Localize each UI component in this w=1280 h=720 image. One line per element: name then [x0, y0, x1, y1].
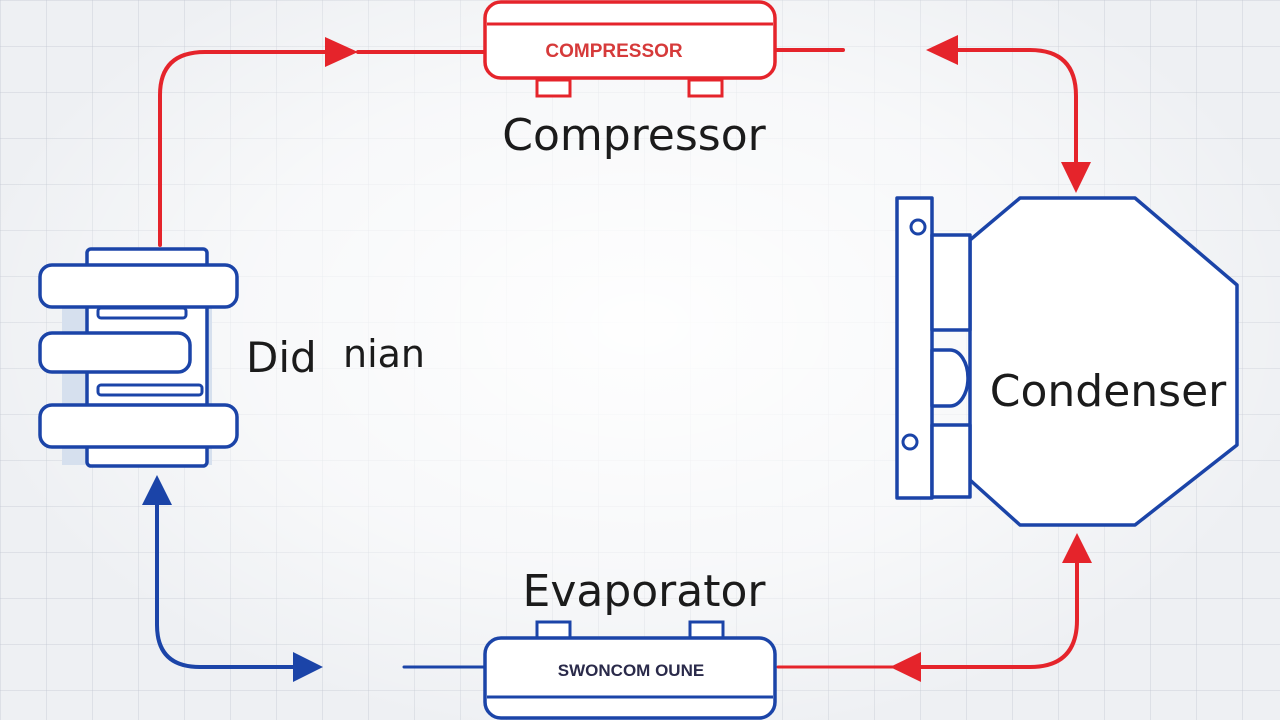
evaporator-inner-label: SWONCOM OUNE [558, 661, 704, 680]
arrow-down-icon [1061, 162, 1091, 193]
flow-line-evaporator-to-left-unit [155, 500, 299, 669]
arrow-right-icon [325, 37, 358, 67]
cold-flow-arrows [142, 475, 323, 682]
condenser-bracket-top [930, 233, 972, 332]
left-unit-fin-middle [38, 331, 192, 374]
condenser-bracket-bottom [930, 423, 972, 499]
evaporator-label: Evaporator [523, 566, 767, 617]
arrow-left-icon [926, 35, 958, 65]
arrow-left-icon [890, 652, 921, 682]
condenser-label: Condenser [990, 366, 1227, 417]
compressor-body [483, 0, 777, 80]
condenser-bracket-bump [930, 348, 970, 408]
compressor-inner-label: COMPRESSOR [545, 41, 683, 62]
arrow-up-icon [1062, 533, 1092, 563]
left-unit-fin-bottom [38, 403, 239, 449]
hot-flow-arrows [325, 35, 1092, 682]
compressor-unit: COMPRESSOR [483, 0, 777, 98]
flow-line-condenser-to-evaporator [918, 558, 1079, 669]
evaporator-foot-left [535, 620, 572, 640]
condenser-port-bottom [901, 433, 919, 451]
left-unit-label-part2: nian [343, 332, 425, 376]
flow-line-left-to-compressor [158, 50, 332, 247]
left-unit [38, 247, 239, 468]
flow-line-to-condenser [953, 48, 1078, 172]
left-unit-fin-top [38, 263, 239, 309]
cold-flow-lines [155, 500, 489, 669]
condenser-side-panel [895, 196, 934, 500]
compressor-foot-left [535, 78, 572, 98]
left-unit-label-part1: Did [246, 333, 317, 382]
hot-flow-lines [158, 48, 1079, 669]
left-unit-fin-connector-bottom [96, 383, 204, 397]
compressor-foot-right [687, 78, 724, 98]
condenser-port-top [909, 218, 927, 236]
evaporator-unit: SWONCOM OUNE [483, 620, 777, 720]
condenser-body [968, 196, 1239, 527]
compressor-label: Compressor [502, 110, 766, 161]
arrow-right-icon [293, 652, 323, 682]
evaporator-foot-right [688, 620, 725, 640]
condenser-unit [895, 196, 1239, 527]
arrow-up-icon [142, 475, 172, 505]
left-unit-fin-connector-top [96, 306, 188, 320]
